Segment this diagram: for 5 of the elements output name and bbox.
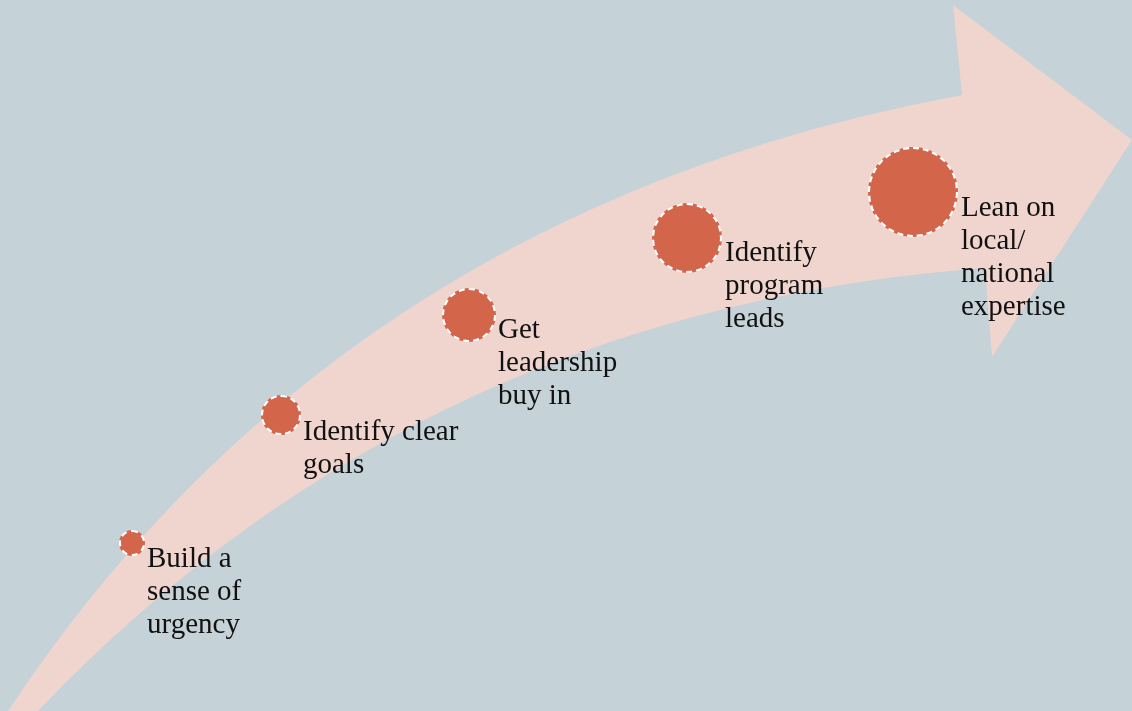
step-label: Identify program leads bbox=[725, 235, 825, 334]
step-label: Lean on local/ national expertise bbox=[961, 190, 1067, 322]
step-label: Identify clear goals bbox=[303, 414, 460, 480]
step-label: Build a sense of urgency bbox=[147, 541, 243, 640]
step-label: Get leadership buy in bbox=[498, 312, 619, 411]
